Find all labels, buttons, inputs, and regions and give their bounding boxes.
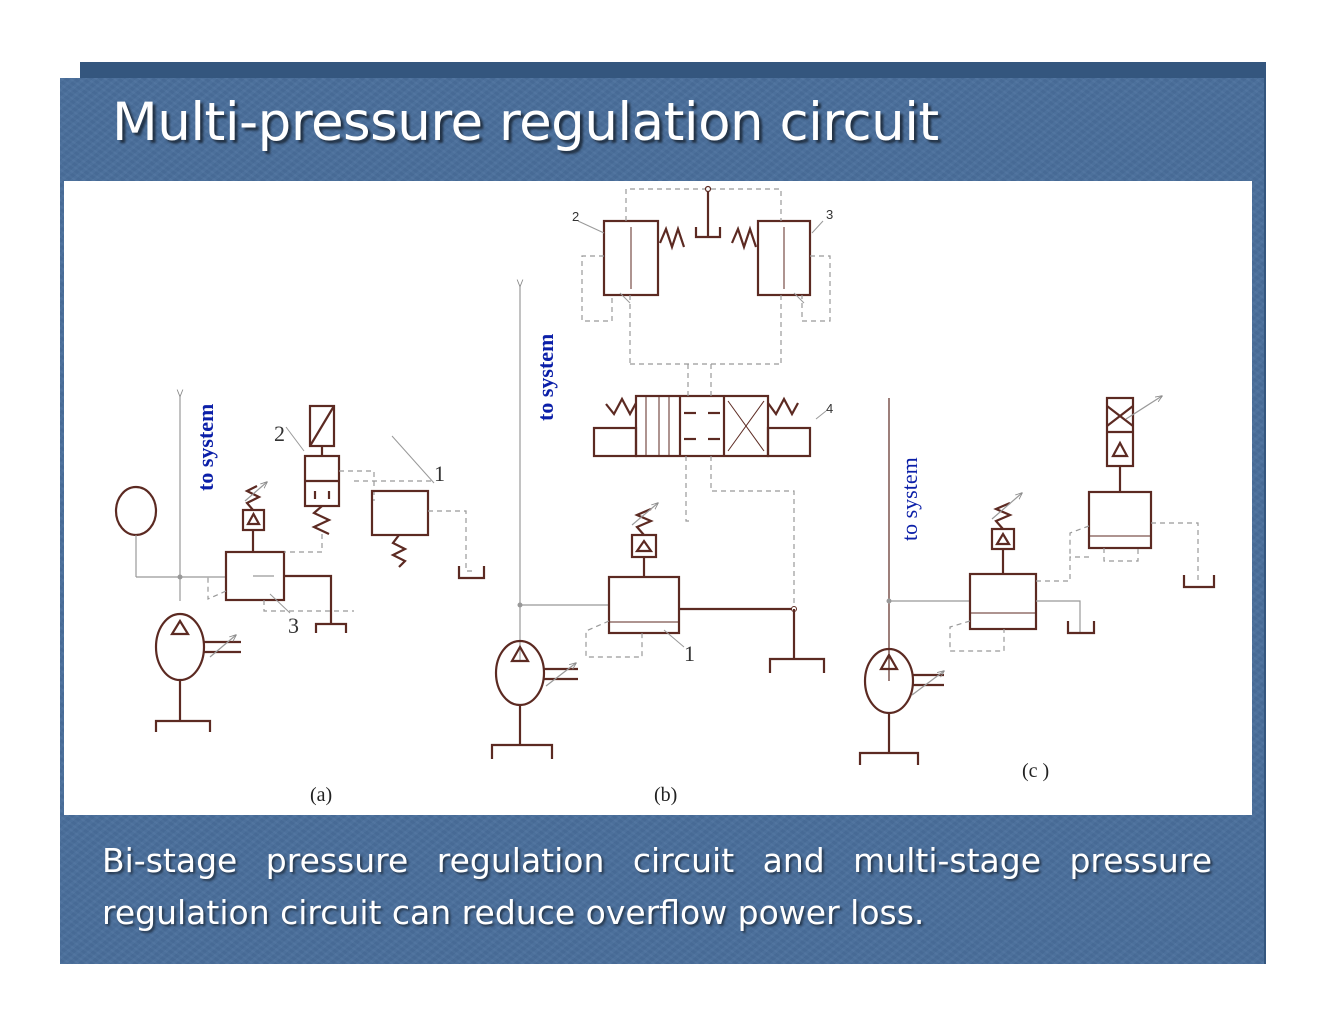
- hydraulic-circuit-diagram: to system 2 1 3 (a): [114, 185, 1216, 806]
- panel-b-to-system-label: to system: [533, 334, 558, 421]
- relief-valve-1-b: [607, 575, 681, 635]
- panel-a-label-2: 2: [274, 421, 285, 446]
- panel-c-caption: (c ): [1022, 760, 1049, 782]
- panel-a-to-system-label: to system: [193, 404, 218, 491]
- circuit-diagram-panel: to system 2 1 3 (a): [64, 181, 1252, 815]
- panel-b-label-3: 3: [826, 207, 833, 222]
- relief-valve-1: [370, 489, 430, 537]
- panel-b-label-1: 1: [684, 641, 695, 666]
- panel-b-circuit: [490, 185, 831, 759]
- slide-caption: Bi-stage pressure regulation circuit and…: [102, 841, 1212, 932]
- directional-valve-4: [634, 394, 770, 458]
- pilot-valve-2: [602, 219, 660, 297]
- panel-a-label-3: 3: [288, 613, 299, 638]
- panel-a-circuit: [114, 396, 486, 732]
- panel-b-label-2: 2: [572, 209, 579, 224]
- relief-valve-main-c: [968, 572, 1038, 631]
- panel-b-label-4: 4: [826, 401, 833, 416]
- slide: Multi-pressure regulation circuit: [60, 78, 1264, 964]
- pilot-valve-3: [756, 219, 812, 297]
- panel-a-caption: (a): [310, 784, 332, 806]
- panel-b-caption: (b): [654, 784, 677, 806]
- pump-a: [154, 612, 206, 682]
- remote-pressure-valve-c: [1087, 490, 1153, 550]
- slide-title: Multi-pressure regulation circuit: [112, 92, 939, 153]
- panel-c-circuit: [858, 396, 1216, 765]
- pressure-gauge: [114, 485, 158, 537]
- panel-a-label-1: 1: [434, 461, 445, 486]
- panel-c-to-system-label: to system: [897, 457, 922, 541]
